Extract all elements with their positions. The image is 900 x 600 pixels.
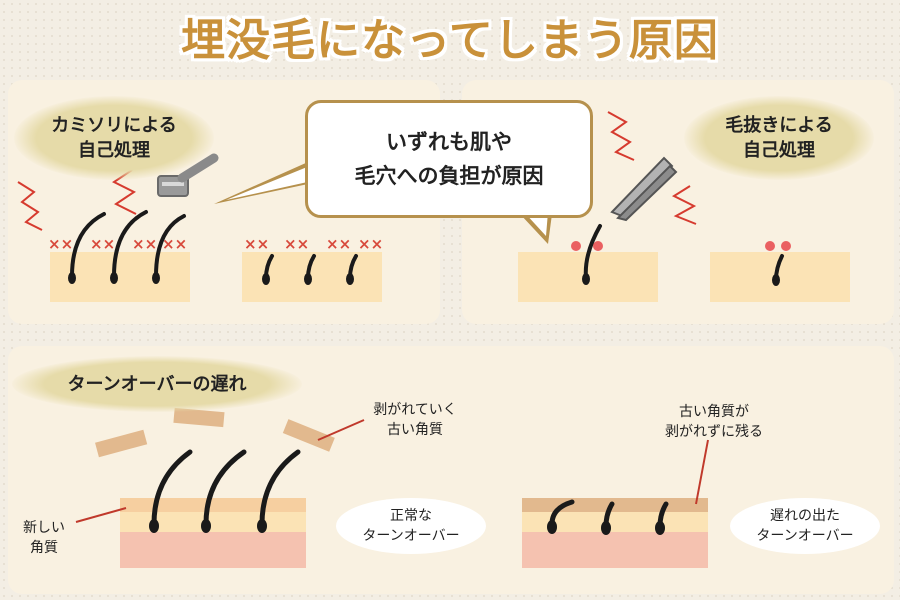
- new-keratin-line2: 角質: [30, 540, 58, 556]
- speech-line2: 毛穴への負担が原因: [354, 164, 544, 188]
- normal-turnover-line1: 正常な: [390, 508, 432, 524]
- remaining-note-line2: 剥がれずに残る: [665, 424, 763, 440]
- zigzag-top-right-icon: [607, 111, 635, 161]
- delayed-turnover-line2: ターンオーバー: [756, 528, 854, 544]
- new-keratin-line1: 新しい: [23, 520, 65, 536]
- svg-text:××: ××: [244, 235, 269, 253]
- tweezers-label-line2: 自己処理: [743, 140, 815, 161]
- speech-bubble: いずれも肌や 毛穴への負担が原因: [305, 100, 593, 218]
- peeling-flakes: [95, 407, 335, 458]
- hair-root-tweezers-after: [772, 274, 780, 286]
- normal-turnover-line2: ターンオーバー: [362, 528, 460, 544]
- tweezers-icon: [610, 156, 678, 222]
- svg-text:××: ××: [132, 235, 157, 253]
- turnover-label-text: ターンオーバーの遅れ: [67, 373, 247, 395]
- remaining-keratin-note: 古い角質が 剥がれずに残る: [656, 402, 772, 442]
- normal-turnover-oval: 正常な ターンオーバー: [336, 498, 486, 554]
- skin-layers-normal: [120, 498, 306, 568]
- tweezers-label-line1: 毛抜きによる: [725, 115, 833, 136]
- razor-icon: [157, 153, 219, 197]
- irritation-tweezers-after: [765, 241, 791, 251]
- hair-roots-delayed: [547, 520, 665, 535]
- tweezers-label: 毛抜きによる 自己処理: [684, 96, 874, 180]
- svg-text:××: ××: [326, 235, 351, 253]
- zigzag-lower-right-icon: [671, 185, 697, 225]
- razor-label: カミソリによる 自己処理: [14, 96, 214, 180]
- svg-text:××: ××: [284, 235, 309, 253]
- hair-roots-normal: [149, 519, 267, 533]
- irritation-tweezers-before: [571, 241, 603, 251]
- svg-text:××: ××: [90, 235, 115, 253]
- new-keratin-note: 新しい 角質: [14, 518, 74, 558]
- zigzag-left-icon: [17, 181, 43, 231]
- peeling-note-line2: 古い角質: [387, 422, 443, 438]
- speech-tail-left: [214, 162, 312, 204]
- hair-roots-razor-after: [262, 273, 354, 285]
- speech-tail-bottom: [520, 212, 552, 244]
- razor-label-line1: カミソリによる: [51, 115, 177, 136]
- razor-label-line2: 自己処理: [78, 140, 150, 161]
- svg-text:××: ××: [358, 235, 383, 253]
- cross-marks-razor-after: ×× ×× ×× ××: [244, 235, 383, 253]
- hair-roots-razor-before: [68, 272, 160, 284]
- page-title: 埋没毛になってしまう原因: [181, 15, 719, 66]
- speech-line1: いずれも肌や: [386, 130, 512, 154]
- cross-marks-razor-before: ×× ×× ×× ××: [48, 235, 187, 253]
- delayed-turnover-line1: 遅れの出た: [770, 508, 840, 524]
- delayed-turnover-oval: 遅れの出た ターンオーバー: [730, 498, 880, 554]
- svg-text:××: ××: [48, 235, 73, 253]
- svg-text:××: ××: [162, 235, 187, 253]
- peeling-note: 剥がれていく 古い角質: [360, 400, 470, 440]
- hair-root-tweezers-before: [582, 273, 590, 285]
- hair-cluster-normal: [151, 449, 301, 527]
- remaining-note-line1: 古い角質が: [679, 404, 749, 420]
- turnover-label: ターンオーバーの遅れ: [12, 356, 302, 412]
- hair-cluster-razor-before: [70, 210, 186, 278]
- peeling-note-line1: 剥がれていく: [373, 402, 457, 418]
- pointer-lines: [75, 419, 709, 523]
